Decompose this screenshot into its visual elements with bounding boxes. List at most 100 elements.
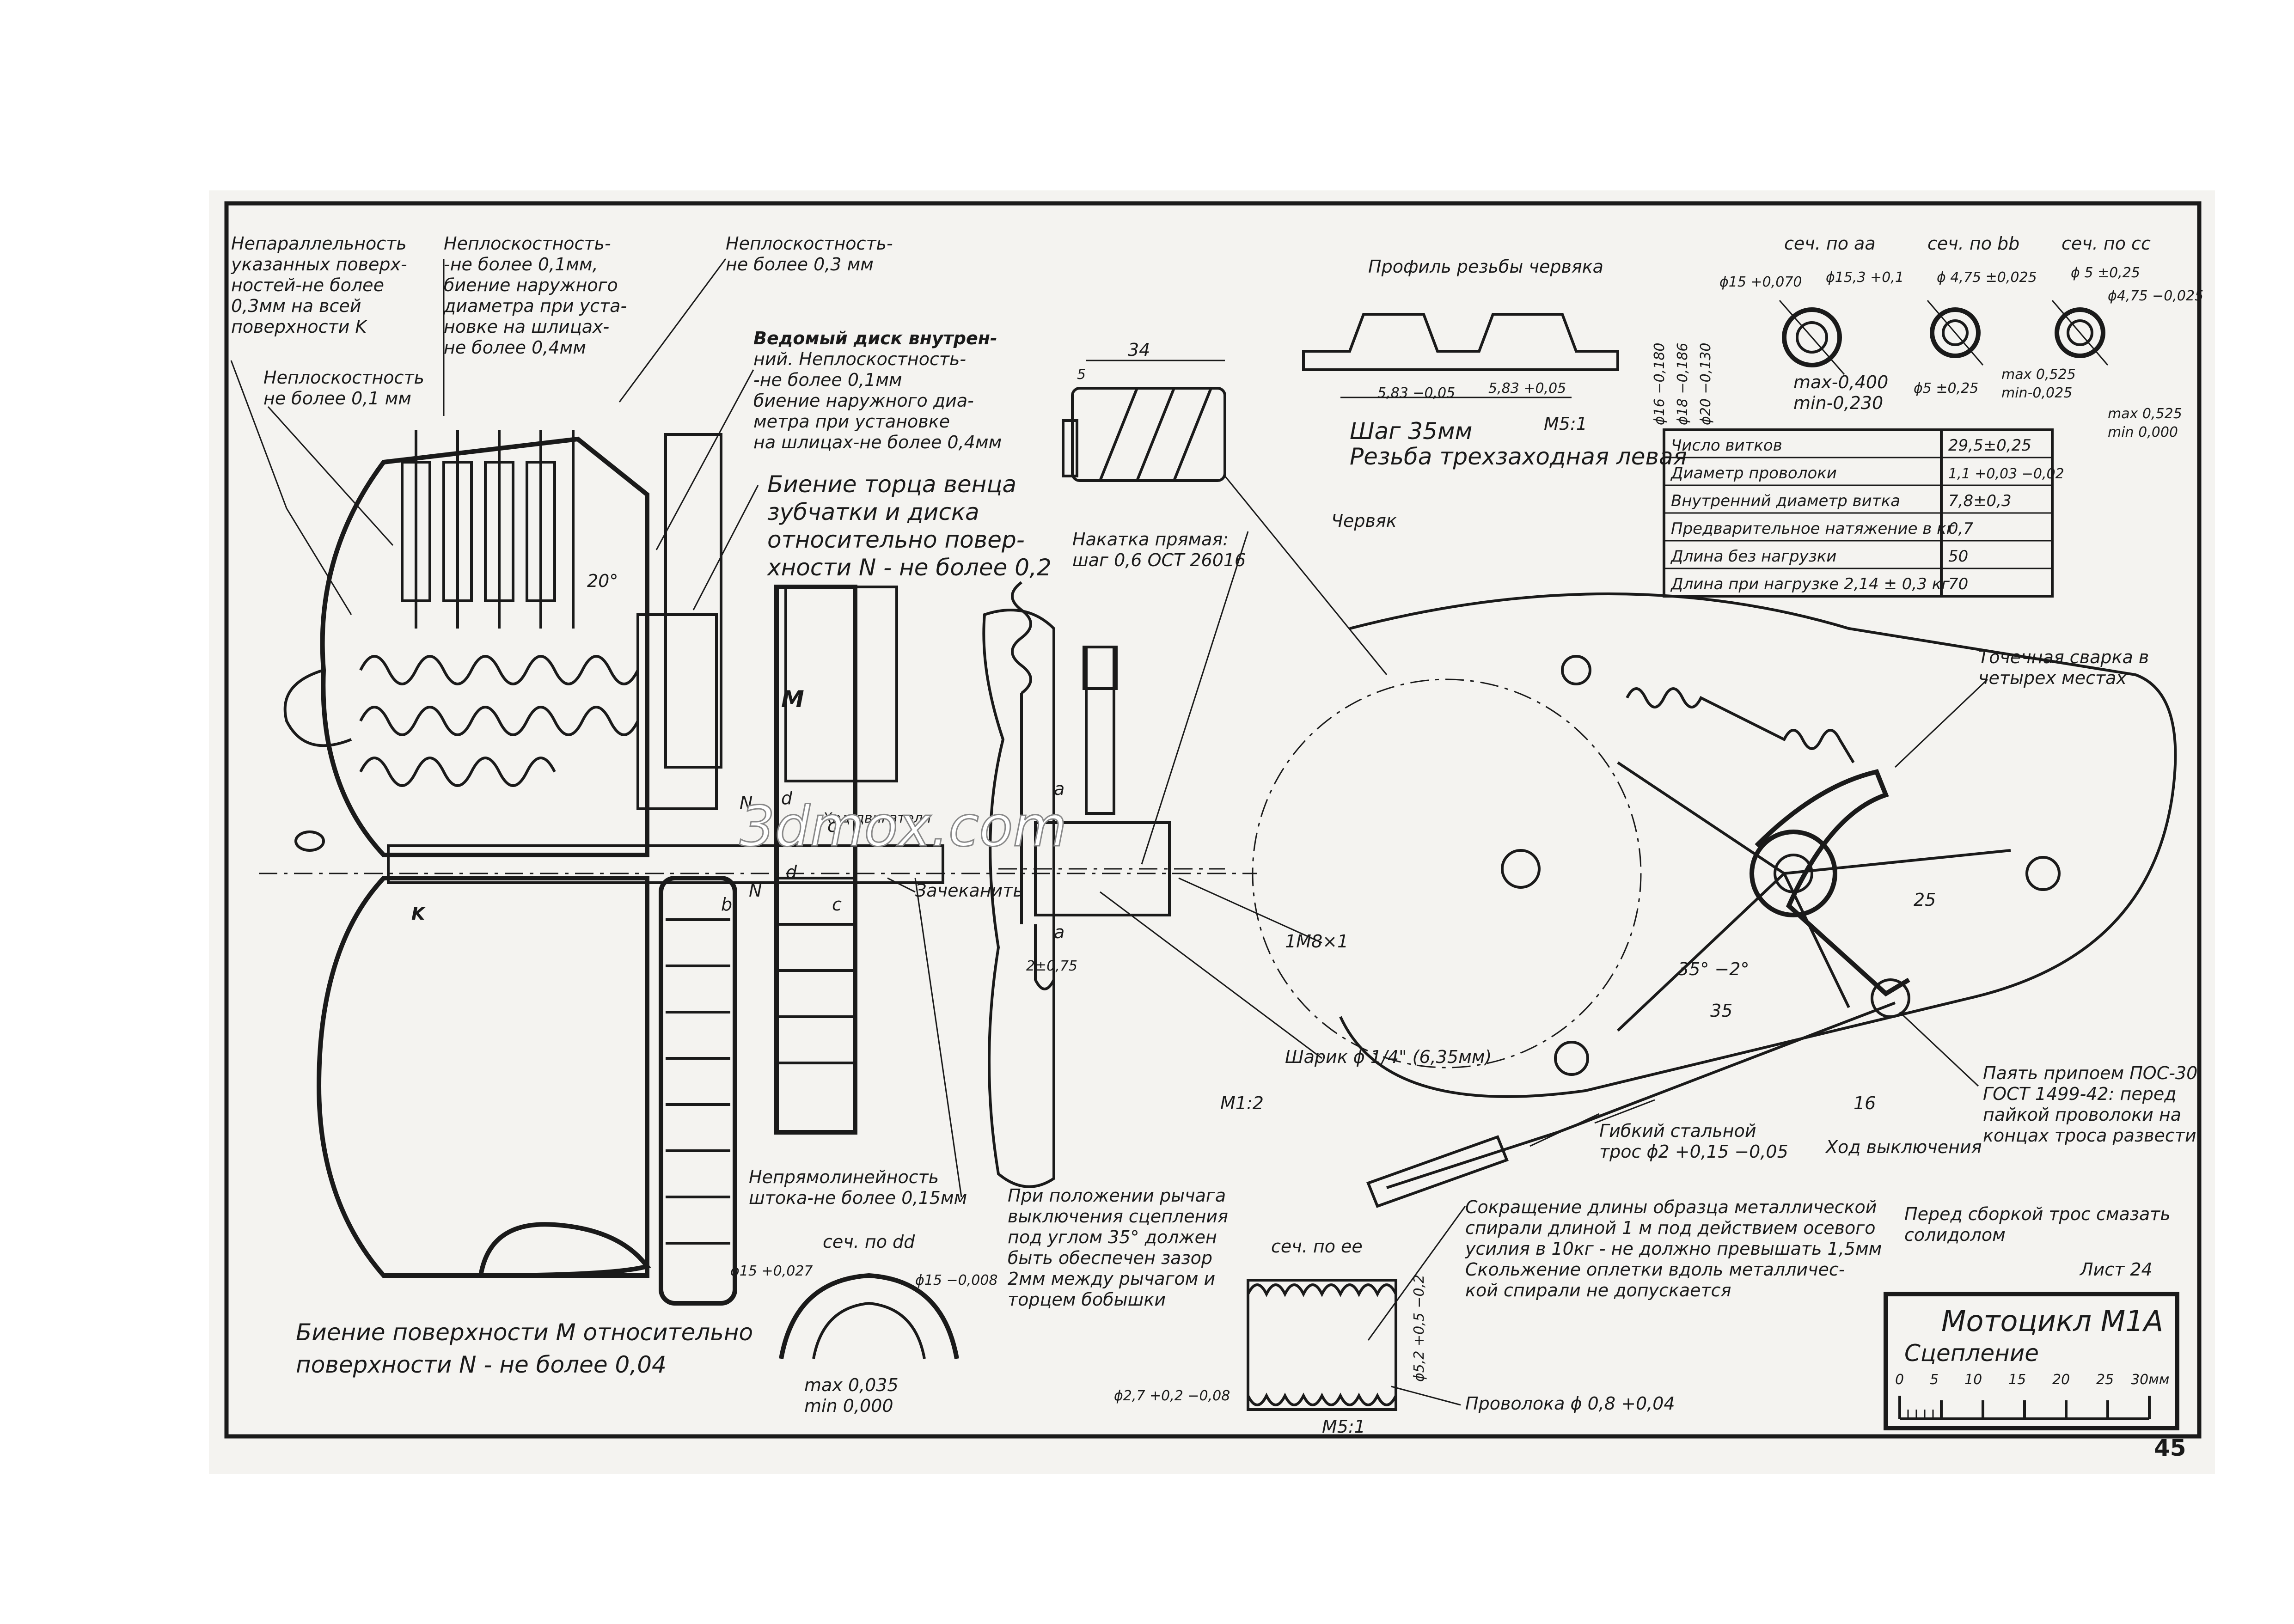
note-flatness-runout: Неплоскостность- -не более 0,1мм, биение… <box>443 233 627 358</box>
label-worm: Червяк <box>1331 511 1397 531</box>
svg-text:Паять припоем ПОС-30: Паять припоем ПОС-30 <box>1983 1063 2197 1083</box>
svg-text:Непрямолинейность: Непрямолинейность <box>749 1167 939 1187</box>
clutch-lever-foot <box>478 1222 651 1278</box>
pressure-hub <box>636 613 718 810</box>
mark-d: d <box>786 862 797 882</box>
svg-text:0,3мм на всей: 0,3мм на всей <box>231 296 361 316</box>
mark-a-2: a <box>1054 922 1064 942</box>
svg-text:хности N - не более 0,2: хности N - не более 0,2 <box>766 554 1052 581</box>
table-row: Число витков 29,5±0,25 <box>1671 436 2031 455</box>
label-peen: Зачеканить <box>915 880 1023 901</box>
thread-d20: ϕ20 −0,130 <box>1698 342 1714 425</box>
svg-text:не более 0,1 мм: не более 0,1 мм <box>263 388 411 409</box>
clutch-springs <box>359 655 639 787</box>
section-aa-max: max-0,400 <box>1793 372 1888 392</box>
dim-angle-35: 35° −2° <box>1678 959 1749 979</box>
bolt-hole-right <box>2025 856 2061 891</box>
release-mechanism <box>982 581 1225 1188</box>
bolt-hole-bottom <box>1554 1041 1589 1076</box>
steel-cable <box>1386 1001 1896 1189</box>
drawing-frame <box>224 201 2202 1439</box>
spring-table: Число витков 29,5±0,25 Диаметр проволоки… <box>1663 428 2064 598</box>
svg-text:трос ϕ2 +0,15 −0,05: трос ϕ2 +0,15 −0,05 <box>1599 1142 1788 1162</box>
svg-text:Диаметр проволоки: Диаметр проволоки <box>1670 464 1837 482</box>
section-aa-min: min-0,230 <box>1793 393 1883 413</box>
section-cc-d1: ϕ 5 ±0,25 <box>2071 265 2140 281</box>
mark-d-2: d <box>781 788 793 808</box>
thread-profile <box>1302 313 1619 398</box>
dim-20deg: 20° <box>587 571 618 591</box>
section-aa-d1: ϕ15 +0,070 <box>1719 274 1802 290</box>
lever-assembly <box>1252 592 2177 1208</box>
svg-text:70: 70 <box>1948 575 1968 593</box>
lever-pivot-outer <box>1750 830 1837 917</box>
dim-2-075: 2±0,75 <box>1026 958 1077 974</box>
svg-text:29,5±0,25: 29,5±0,25 <box>1948 436 2031 455</box>
svg-text:концах троса развести: концах троса развести <box>1983 1125 2196 1146</box>
release-lever <box>1755 769 1910 997</box>
svg-text:Предварительное натяжение в кг: Предварительное натяжение в кг <box>1671 519 1955 538</box>
note-spot-weld: Точечная сварка в четырех местах <box>1978 647 2149 688</box>
scale-bar <box>1898 1396 2151 1420</box>
label-bolt: 1M8×1 <box>1285 931 1348 952</box>
table-row: Диаметр проволоки 1,1 +0,03 −0,02 <box>1670 464 2064 482</box>
svg-text:25: 25 <box>2096 1372 2114 1388</box>
cover-circle <box>1252 678 1642 1068</box>
note-straightness: Непрямолинейность штока-не более 0,15мм <box>749 1167 967 1208</box>
clutch-housing-outline <box>320 436 649 857</box>
thread-d18: ϕ18 −0,186 <box>1675 342 1691 425</box>
section-bb-view <box>1927 300 1984 366</box>
svg-text:указанных поверх-: указанных поверх- <box>231 254 407 275</box>
scale-m12: M1:2 <box>1220 1093 1264 1113</box>
watermark: 3dmox.com <box>740 795 1067 859</box>
svg-text:Неплоскостность: Неплоскостность <box>263 367 424 388</box>
svg-text:Длина при нагрузке 2,14 ± 0,3: Длина при нагрузке 2,14 ± 0,3 кг <box>1670 575 1950 593</box>
svg-text:ностей-не более: ностей-не более <box>231 275 384 295</box>
section-cc-max: max 0,525 <box>2108 406 2182 422</box>
dim-35: 35 <box>1710 1001 1732 1021</box>
worm-threads <box>1099 387 1212 482</box>
clutch-sprocket <box>659 876 737 1306</box>
cable-fork <box>1034 924 1055 990</box>
svg-text:не более 0,3 мм: не более 0,3 мм <box>726 254 874 275</box>
svg-text:30мм: 30мм <box>2131 1372 2169 1388</box>
svg-text:торцем бобышки: торцем бобышки <box>1008 1289 1166 1310</box>
note-spiral: Сокращение длины образца металлической с… <box>1465 1197 1882 1300</box>
svg-text:50: 50 <box>1948 547 1968 566</box>
table-row: Внутренний диаметр витка 7,8±0,3 <box>1671 492 2012 510</box>
svg-text:кой спирали не допускается: кой спирали не допускается <box>1465 1280 1731 1300</box>
svg-text:поверхности N - не более 0,04: поверхности N - не более 0,04 <box>296 1351 667 1378</box>
worm-body <box>1071 387 1226 482</box>
section-ee-scale: M5:1 <box>1322 1416 1365 1437</box>
worm-length-dim: 34 <box>1128 340 1150 360</box>
svg-text:Неплоскостность-: Неплоскостность- <box>444 233 611 254</box>
cable-sleeve <box>1366 1135 1509 1208</box>
title-block: Мотоцикл M1A Сцепление 0 5 10 15 20 25 3… <box>1884 1292 2179 1430</box>
friction-plates <box>401 430 575 629</box>
section-bb-min: min-0,025 <box>2001 385 2072 401</box>
worm-knurl <box>1062 419 1078 477</box>
svg-text:Скольжение оплетки вдоль метал: Скольжение оплетки вдоль металличес- <box>1465 1259 1845 1280</box>
svg-text:поверхности K: поверхности K <box>231 317 368 337</box>
svg-text:Перед сборкой трос смазать: Перед сборкой трос смазать <box>1904 1204 2171 1224</box>
svg-text:не более 0,4мм: не более 0,4мм <box>444 337 586 358</box>
section-aa-view <box>1779 300 1845 375</box>
svg-text:Гибкий стальной: Гибкий стальной <box>1599 1121 1756 1141</box>
svg-text:Накатка прямая:: Накатка прямая: <box>1072 529 1229 549</box>
section-cc-title: сеч. по cc <box>2062 233 2151 254</box>
label-ball: Шарик ϕ 1/4" (6,35мм) <box>1285 1047 1492 1067</box>
note-lever-position: При положении рычага выключения сцеплени… <box>1008 1185 1228 1310</box>
sprocket-teeth <box>666 918 730 1245</box>
drive-gear-hub <box>664 433 722 769</box>
note-flatness-03: Неплоскостность- не более 0,3 мм <box>726 233 893 275</box>
note-face-runout: Биение торца венца зубчатки и диска отно… <box>766 471 1052 581</box>
svg-text:Непараллельность: Непараллельность <box>231 233 407 254</box>
svg-text:Биение поверхности M относител: Биение поверхности M относительно <box>296 1319 753 1346</box>
svg-text:под углом 35° должен: под углом 35° должен <box>1008 1227 1217 1247</box>
svg-text:5: 5 <box>1930 1372 1939 1388</box>
thread-dim-left: 5,83 −0,05 <box>1377 385 1455 401</box>
svg-text:биение наружного диа-: биение наружного диа- <box>753 391 974 411</box>
svg-text:диаметра при уста-: диаметра при уста- <box>443 296 627 316</box>
dim-16: 16 <box>1854 1093 1876 1113</box>
svg-text:зубчатки и диска: зубчатки и диска <box>767 499 979 525</box>
